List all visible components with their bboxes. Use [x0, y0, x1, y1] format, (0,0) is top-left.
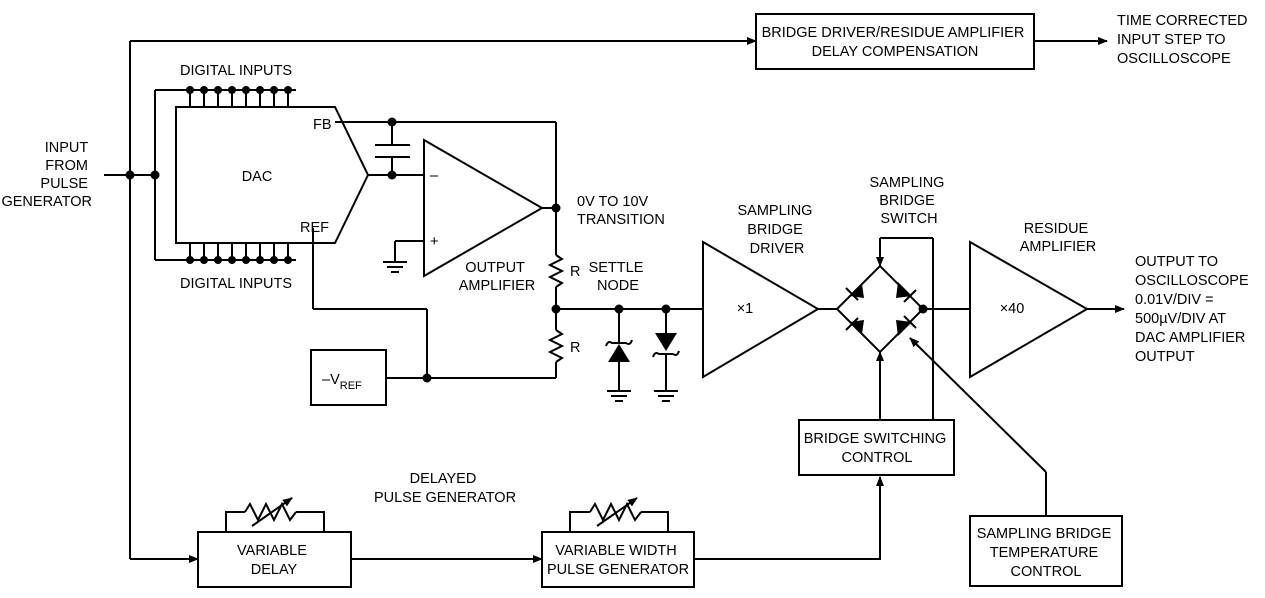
delay-pulse-chain	[197, 476, 884, 588]
resistor-bottom-label: R	[570, 340, 580, 356]
settle-node-clamps	[556, 304, 703, 402]
digital-input-dot-bottom	[214, 256, 222, 264]
fb-pin-label: FB	[313, 117, 332, 133]
digital-input-dot-bottom	[256, 256, 264, 264]
transition-label: 0V TO 10V TRANSITION	[577, 194, 665, 228]
output-amplifier-circuit	[312, 117, 565, 383]
resistor-top-label: R	[570, 264, 580, 280]
dac-label: DAC	[242, 169, 273, 185]
digital-input-dot-top	[256, 86, 264, 94]
sampling-bridge-driver-amp	[702, 240, 820, 379]
digital-input-dot-top	[214, 86, 222, 94]
output-amplifier-label: OUTPUT AMPLIFIER	[459, 260, 536, 294]
digital-input-dot-bottom	[186, 256, 194, 264]
digital-input-dot-bottom	[228, 256, 236, 264]
residue-gain-label: ×40	[1000, 301, 1025, 317]
variable-width-pulse-gen-box	[541, 531, 695, 588]
delay-compensation-label: BRIDGE DRIVER/RESIDUE AMPLIFIER DELAY CO…	[762, 25, 1029, 60]
resistor-bottom	[547, 329, 565, 363]
temperature-control-label: SAMPLING BRIDGE TEMPERATURE CONTROL	[977, 526, 1116, 580]
neg-vref-box	[310, 349, 387, 406]
variable-delay-label: VARIABLE DELAY	[237, 543, 311, 578]
ref-pin-label: REF	[300, 220, 329, 236]
digital-input-bus-bottom	[154, 175, 296, 264]
variable-delay-box	[197, 531, 352, 588]
dac-block	[175, 106, 370, 244]
output-to-oscilloscope-label: OUTPUT TO OSCILLOSCOPE 0.01V/DIV = 500µV…	[1135, 254, 1253, 365]
input-wiring	[104, 37, 757, 563]
digital-input-dot-top	[200, 86, 208, 94]
digital-input-dot-top	[270, 86, 278, 94]
sampling-bridge-driver-label: SAMPLING BRIDGE DRIVER	[738, 203, 817, 257]
input-label: INPUT FROM PULSE GENERATOR	[1, 140, 92, 210]
digital-input-dot-bottom	[242, 256, 250, 264]
digital-input-dot-top	[284, 86, 292, 94]
residue-amplifier	[969, 240, 1090, 379]
residue-amplifier-label: RESIDUE AMPLIFIER	[1020, 221, 1097, 255]
digital-input-dot-bottom	[200, 256, 208, 264]
opamp-minus-label: –	[430, 168, 439, 184]
digital-input-bus-top	[154, 86, 296, 175]
settle-node-label: SETTLE NODE	[589, 260, 648, 294]
digital-input-dot-top	[186, 86, 194, 94]
delayed-pulse-generator-label: DELAYED PULSE GENERATOR	[374, 471, 516, 506]
digital-input-dot-bottom	[270, 256, 278, 264]
digital-input-dot-top	[242, 86, 250, 94]
digital-inputs-bottom-label: DIGITAL INPUTS	[180, 276, 292, 292]
neg-vref-label: –VREF	[322, 372, 362, 392]
output-amplifier-triangle	[423, 138, 545, 278]
sampling-bridge-switch-diamond	[818, 237, 1047, 516]
resistor-top	[547, 254, 565, 288]
time-corrected-label: TIME CORRECTED INPUT STEP TO OSCILLOSCOP…	[1117, 13, 1252, 67]
sampling-bridge-switch-label: SAMPLING BRIDGE SWITCH	[870, 175, 949, 227]
delay-compensation-box	[755, 13, 1035, 70]
bridge-switching-control-box	[798, 419, 955, 476]
variable-width-pulse-gen-label: VARIABLE WIDTH PULSE GENERATOR	[547, 543, 689, 578]
temperature-control-box	[969, 515, 1123, 587]
digital-input-dot-bottom	[284, 256, 292, 264]
driver-gain-label: ×1	[737, 301, 754, 317]
digital-inputs-top-label: DIGITAL INPUTS	[180, 63, 292, 79]
digital-input-dot-top	[228, 86, 236, 94]
bridge-switching-control-label: BRIDGE SWITCHING CONTROL	[804, 431, 951, 466]
opamp-plus-label: +	[430, 234, 438, 250]
